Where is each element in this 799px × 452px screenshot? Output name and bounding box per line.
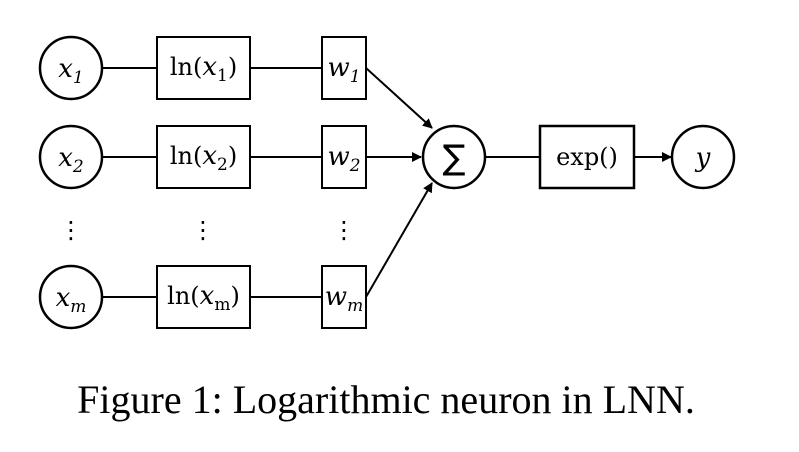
input-m-subscript: m — [70, 297, 86, 317]
input-2-subscript: 2 — [72, 157, 84, 177]
weight-2-base: w — [327, 142, 349, 172]
svg-text:ln(x1): ln(x1) — [170, 52, 237, 86]
log-m-subscript: m — [214, 295, 230, 315]
weight-1-subscript: 1 — [350, 67, 361, 87]
log-1-subscript: 1 — [217, 66, 228, 86]
weight-box-m: wm — [321, 265, 367, 329]
sum-node: ∑ — [421, 124, 487, 190]
input-m-base: x — [56, 283, 71, 313]
ellipsis-inputs: ⋮ — [59, 216, 83, 244]
weight-m-base: w — [325, 282, 347, 312]
arrow-wm-sum — [365, 182, 433, 298]
log-box-m: ln(xm) — [156, 265, 251, 329]
input-2-base: x — [58, 143, 73, 173]
input-node-2: x2 — [38, 124, 104, 190]
ellipsis-weights: ⋮ — [332, 216, 356, 244]
log-1-suffix: ) — [228, 53, 237, 81]
log-2-prefix: ln( — [170, 142, 203, 170]
svg-text:w2: w2 — [327, 142, 360, 176]
arrows — [365, 67, 672, 298]
connectors — [102, 67, 540, 298]
log-m-var: x — [200, 281, 215, 311]
log-box-2: ln(x2) — [156, 125, 251, 189]
svg-text:ln(x2): ln(x2) — [170, 141, 237, 175]
log-2-subscript: 2 — [217, 155, 228, 175]
output-node: y — [670, 124, 736, 190]
weight-2-subscript: 2 — [349, 156, 361, 176]
log-box-1: ln(x1) — [156, 36, 251, 100]
weight-1-base: w — [327, 53, 349, 83]
log-2-suffix: ) — [228, 142, 237, 170]
input-node-1: x1 — [38, 35, 104, 101]
weight-box-2: w2 — [321, 125, 367, 189]
svg-text:w1: w1 — [327, 53, 360, 87]
ellipsis-logs: ⋮ — [191, 216, 215, 244]
sum-symbol: ∑ — [443, 138, 466, 178]
input-1-base: x — [58, 54, 73, 84]
svg-text:x2: x2 — [58, 143, 84, 177]
weight-m-subscript: m — [347, 296, 363, 316]
exp-box: exp() — [538, 124, 636, 190]
log-2-var: x — [202, 141, 217, 171]
log-1-var: x — [202, 52, 217, 82]
svg-text:x1: x1 — [58, 54, 84, 88]
log-m-suffix: ) — [230, 282, 239, 310]
output-label: y — [695, 143, 711, 173]
input-node-m: xm — [38, 264, 104, 330]
weight-box-1: w1 — [321, 36, 367, 100]
svg-text:ln(xm): ln(xm) — [167, 281, 240, 315]
arrow-w1-sum — [365, 67, 433, 129]
svg-text:wm: wm — [325, 282, 363, 316]
figure-caption: Figure 1: Logarithmic neuron in LNN. — [77, 377, 695, 422]
log-1-prefix: ln( — [170, 53, 203, 81]
log-m-prefix: ln( — [167, 282, 200, 310]
input-1-subscript: 1 — [73, 68, 84, 88]
exp-label: exp() — [556, 143, 618, 171]
svg-text:xm: xm — [56, 283, 87, 317]
